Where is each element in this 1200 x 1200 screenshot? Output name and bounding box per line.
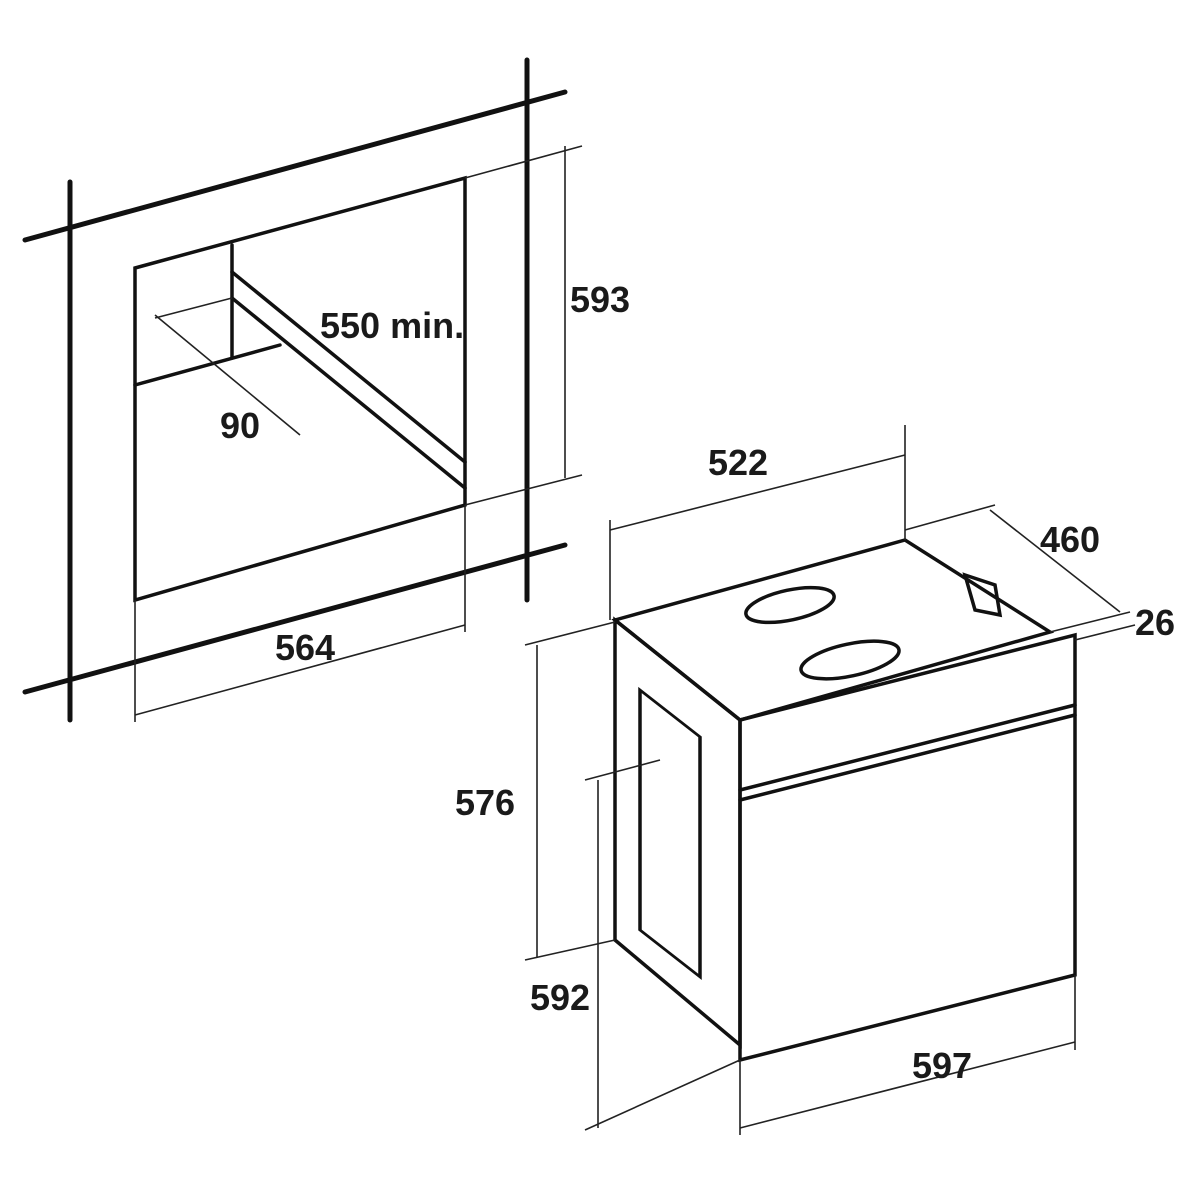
label-oven-depth-total: 460 [1040,519,1100,560]
burner-1 [744,585,836,625]
label-front-width: 597 [912,1045,972,1086]
niche-diagonal-b [230,296,467,490]
label-front-height: 592 [530,977,590,1018]
label-body-height: 576 [455,782,515,823]
label-niche-depth: 550 min. [320,305,464,346]
label-niche-width: 564 [275,627,335,668]
dim-576-ext-top [524,621,616,646]
dim-592-ext-top [584,759,661,781]
oven-top [611,538,1055,722]
dim-564-line [134,624,466,716]
dim-576-ext-bottom [524,939,616,961]
niche-drawing [22,57,583,723]
dim-460-ext [904,504,996,531]
dim-26-ext-a [1049,611,1131,633]
label-panel: 26 [1135,602,1175,643]
dim-522-line [609,454,906,531]
label-oven-depth-body: 522 [708,442,768,483]
oven-front [738,632,1077,1063]
control-panel-line [738,713,1077,802]
control-panel-line-2 [738,703,1077,792]
side-rail [638,686,702,981]
label-niche-height: 593 [570,279,630,320]
niche-shelf-line [133,343,282,387]
dim-26-ext-b [1074,624,1136,641]
dim-597-line [739,1041,1076,1129]
dim-593-ext-bottom [464,474,583,506]
hinge-bracket [962,572,1003,618]
oven-drawing [524,425,1136,1135]
label-vent: 90 [220,405,260,446]
dim-90-ext [154,297,233,319]
cabinet-bottom-line [22,542,568,695]
dim-592-ext-bottom [584,1059,741,1131]
oven-side [613,616,742,1049]
niche-diagonal-a [230,270,467,464]
cabinet-top-line [22,89,568,243]
burner-2 [799,639,901,681]
dim-593-ext-top [464,145,583,179]
dim-90-line [154,314,301,436]
niche-opening [133,175,467,603]
dim-460-line [989,509,1121,613]
